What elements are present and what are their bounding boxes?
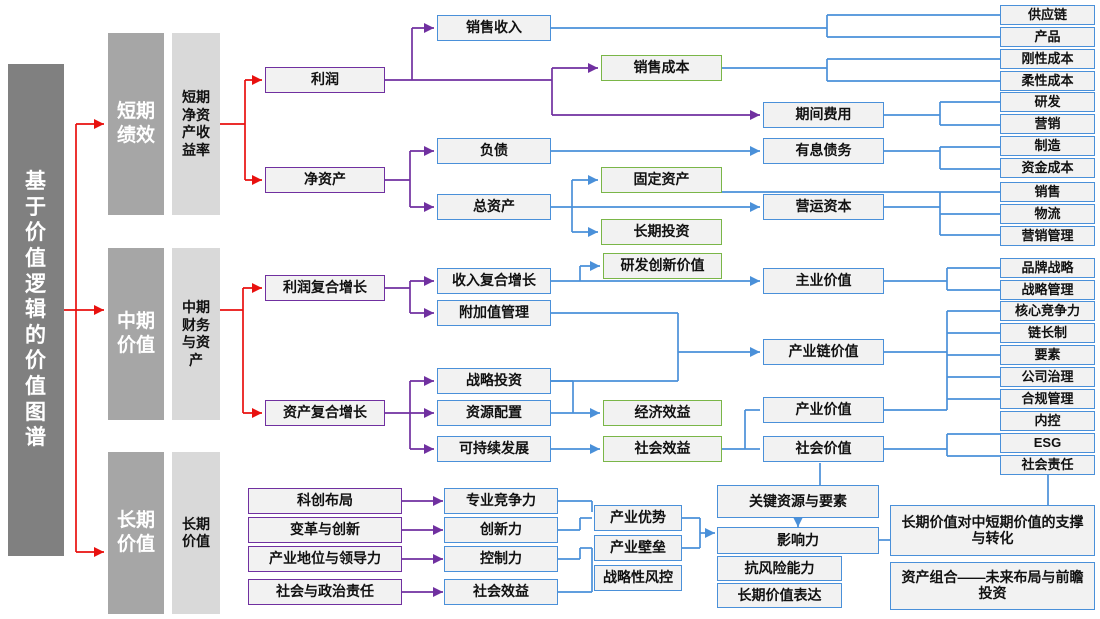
node-social-benefit[interactable]: 社会效益 (603, 436, 722, 462)
node-professional-competitiveness[interactable]: 专业竞争力 (444, 488, 558, 514)
purple-longterm-links (402, 495, 443, 598)
tier-dark-label: 短期绩效 (116, 101, 155, 146)
leaf-rnd[interactable]: 研发 (1000, 92, 1095, 112)
tier-light-label: 中期财务与资产 (182, 299, 210, 368)
title-banner-label: 基于价值逻辑的价值图谱 (25, 170, 47, 450)
blue-industryvalue-leaves (884, 310, 1000, 411)
blue-cost-leaves (722, 58, 1000, 82)
purple-netasset-branch (385, 145, 434, 213)
node-industry-value[interactable]: 产业价值 (763, 397, 884, 423)
node-economic-benefit[interactable]: 经济效益 (603, 400, 722, 426)
blue-chainvalue-chain (551, 312, 760, 382)
tier-dark-label: 长期价值 (116, 510, 155, 555)
leaf-brand-strategy[interactable]: 品牌战略 (1000, 258, 1095, 278)
node-value-added-management[interactable]: 附加值管理 (437, 300, 551, 326)
node-strategic-risk-control[interactable]: 战略性风控 (594, 565, 682, 591)
leaf-rigid-cost[interactable]: 刚性成本 (1000, 49, 1095, 69)
node-key-resources-factors[interactable]: 关键资源与要素 (717, 485, 879, 518)
leaf-marketing[interactable]: 营销 (1000, 114, 1095, 134)
node-sustainable-development[interactable]: 可持续发展 (437, 436, 551, 462)
node-asset-compound-growth[interactable]: 资产复合增长 (265, 400, 385, 426)
blue-socialvalue-leaves (884, 433, 1000, 457)
node-working-capital[interactable]: 营运资本 (763, 194, 884, 220)
tier-dark-long-term[interactable]: 长期价值 (108, 452, 164, 614)
purple-assetgrowth-branch (385, 375, 434, 455)
tier-dark-label: 中期价值 (116, 311, 155, 356)
node-long-term-value-expression[interactable]: 长期价值表达 (717, 583, 842, 608)
node-industry-advantage[interactable]: 产业优势 (594, 505, 682, 531)
node-innovation-capability[interactable]: 创新力 (444, 517, 558, 543)
node-industry-barrier[interactable]: 产业壁垒 (594, 535, 682, 561)
red-branch-mid (220, 282, 262, 419)
leaf-supply-chain[interactable]: 供应链 (1000, 5, 1095, 25)
node-social-benefit-long[interactable]: 社会效益 (444, 579, 558, 605)
node-long-term-support-summary[interactable]: 长期价值对中短期价值的支撑与转化 (890, 505, 1095, 556)
tier-dark-mid-term[interactable]: 中期价值 (108, 248, 164, 420)
leaf-core-competitiveness[interactable]: 核心竞争力 (1000, 301, 1095, 321)
node-sci-tech-layout[interactable]: 科创布局 (248, 488, 402, 514)
node-sales-revenue[interactable]: 销售收入 (437, 15, 551, 41)
leaf-strategic-management[interactable]: 战略管理 (1000, 280, 1095, 300)
tier-light-short-term[interactable]: 短期净资产收益率 (172, 33, 220, 215)
node-reform-innovation[interactable]: 变革与创新 (248, 517, 402, 543)
blue-workingcap-leaves (884, 192, 1000, 236)
blue-socialvalue-branch (722, 409, 760, 450)
leaf-logistics[interactable]: 物流 (1000, 204, 1095, 224)
leaf-chain-leader-system[interactable]: 链长制 (1000, 323, 1095, 343)
node-control-capability[interactable]: 控制力 (444, 546, 558, 572)
node-profit-compound-growth[interactable]: 利润复合增长 (265, 275, 385, 301)
node-social-value[interactable]: 社会价值 (763, 436, 884, 462)
tier-light-mid-term[interactable]: 中期财务与资产 (172, 248, 220, 420)
tier-light-label: 长期价值 (182, 515, 210, 550)
node-strategic-investment[interactable]: 战略投资 (437, 368, 551, 394)
tier-dark-short-term[interactable]: 短期绩效 (108, 33, 164, 215)
node-fixed-assets[interactable]: 固定资产 (601, 167, 722, 193)
title-banner: 基于价值逻辑的价值图谱 (8, 64, 64, 556)
leaf-social-responsibility[interactable]: 社会责任 (1000, 455, 1095, 475)
tier-light-label: 短期净资产收益率 (182, 89, 210, 158)
node-social-political-responsibility[interactable]: 社会与政治责任 (248, 579, 402, 605)
leaf-flexible-cost[interactable]: 柔性成本 (1000, 71, 1095, 91)
node-profit[interactable]: 利润 (265, 67, 385, 93)
node-sales-cost[interactable]: 销售成本 (601, 55, 722, 81)
blue-econ-benefit (551, 380, 600, 419)
blue-expense-leaves (884, 101, 1000, 126)
node-net-assets[interactable]: 净资产 (265, 167, 385, 193)
node-asset-portfolio-summary[interactable]: 资产组合——未来布局与前瞻投资 (890, 562, 1095, 610)
node-core-business-value[interactable]: 主业价值 (763, 268, 884, 294)
red-branch-short (220, 74, 262, 186)
node-liabilities[interactable]: 负债 (437, 138, 551, 164)
blue-capability-advantage (558, 500, 593, 593)
leaf-esg[interactable]: ESG (1000, 433, 1095, 453)
leaf-compliance-management[interactable]: 合规管理 (1000, 389, 1095, 409)
node-interest-debt[interactable]: 有息债务 (763, 138, 884, 164)
leaf-capital-cost[interactable]: 资金成本 (1000, 158, 1095, 178)
leaf-manufacturing[interactable]: 制造 (1000, 136, 1095, 156)
leaf-internal-control[interactable]: 内控 (1000, 411, 1095, 431)
purple-profitgrowth-branch (385, 275, 434, 319)
node-period-expense[interactable]: 期间费用 (763, 102, 884, 128)
leaf-marketing-management[interactable]: 营销管理 (1000, 226, 1095, 246)
node-industry-status-leadership[interactable]: 产业地位与领导力 (248, 546, 402, 572)
leaf-corporate-governance[interactable]: 公司治理 (1000, 367, 1095, 387)
leaf-sales[interactable]: 销售 (1000, 182, 1095, 202)
node-industry-chain-value[interactable]: 产业链价值 (763, 339, 884, 365)
blue-revenue-leaves (551, 14, 1000, 38)
blue-mainvalue-leaves (884, 267, 1000, 291)
node-total-assets[interactable]: 总资产 (437, 194, 551, 220)
leaf-factors[interactable]: 要素 (1000, 345, 1095, 365)
blue-advantage-impact (682, 517, 715, 549)
node-resource-allocation[interactable]: 资源配置 (437, 400, 551, 426)
node-influence[interactable]: 影响力 (717, 527, 879, 554)
node-long-term-investment[interactable]: 长期投资 (601, 219, 722, 245)
leaf-product[interactable]: 产品 (1000, 27, 1095, 47)
tier-light-long-term[interactable]: 长期价值 (172, 452, 220, 614)
node-risk-resistance[interactable]: 抗风险能力 (717, 556, 842, 581)
node-rnd-innovation-value[interactable]: 研发创新价值 (603, 253, 722, 279)
node-revenue-compound-growth[interactable]: 收入复合增长 (437, 268, 551, 294)
